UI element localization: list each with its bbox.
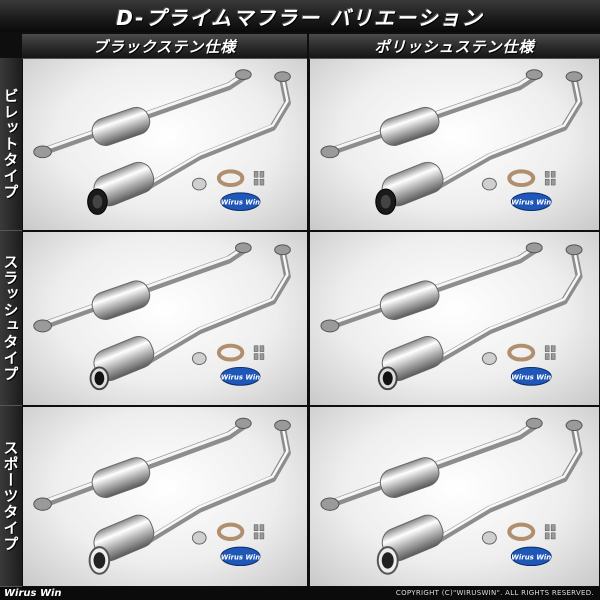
brand-logo: Wirus Win: [4, 588, 62, 599]
page-title: D-プライムマフラー バリエーション: [0, 0, 600, 32]
row-header-billet: ビレットタイプ: [0, 58, 22, 231]
row-label-billet: ビレットタイプ: [1, 88, 20, 200]
svg-text:Wirus Win: Wirus Win: [221, 199, 260, 207]
muffler-photo-billet-polish: Wirus Win: [310, 59, 599, 230]
muffler-photo-sport-polish: Wirus Win: [310, 407, 599, 586]
muffler-illustration: Wirus Win: [33, 242, 291, 391]
column-header-black: ブラックステン仕様: [22, 34, 307, 59]
column-header-polish: ポリッシュステン仕様: [309, 34, 600, 59]
muffler-illustration: Wirus Win: [33, 69, 291, 215]
copyright-text: COPYRIGHT (C)"WIRUSWIN". ALL RIGHTS RESE…: [395, 589, 594, 597]
row-label-sport: スポーツタイプ: [1, 440, 20, 552]
page-title-text: D-プライムマフラー バリエーション: [116, 5, 484, 30]
svg-text:Wirus Win: Wirus Win: [511, 373, 551, 381]
footer: Wirus Win COPYRIGHT (C)"WIRUSWIN". ALL R…: [0, 587, 600, 600]
muffler-illustration: Wirus Win: [320, 417, 583, 575]
column-label-polish: ポリッシュステン仕様: [374, 37, 535, 56]
row-header-sport: スポーツタイプ: [0, 406, 22, 587]
muffler-illustration: Wirus Win: [320, 242, 583, 391]
muffler-illustration: Wirus Win: [320, 69, 583, 215]
svg-text:Wirus Win: Wirus Win: [221, 373, 260, 381]
muffler-photo-slash-black: Wirus Win: [23, 232, 307, 405]
muffler-photo-sport-black: Wirus Win: [23, 407, 307, 586]
column-label-black: ブラックステン仕様: [92, 37, 237, 56]
svg-text:Wirus Win: Wirus Win: [511, 552, 551, 561]
row-label-slash: スラッシュタイプ: [1, 254, 20, 382]
muffler-photo-slash-polish: Wirus Win: [310, 232, 599, 405]
svg-text:Wirus Win: Wirus Win: [221, 553, 260, 561]
muffler-illustration: Wirus Win: [33, 417, 291, 575]
row-header-slash: スラッシュタイプ: [0, 231, 22, 406]
muffler-photo-billet-black: Wirus Win: [23, 59, 307, 230]
svg-text:Wirus Win: Wirus Win: [511, 199, 551, 207]
